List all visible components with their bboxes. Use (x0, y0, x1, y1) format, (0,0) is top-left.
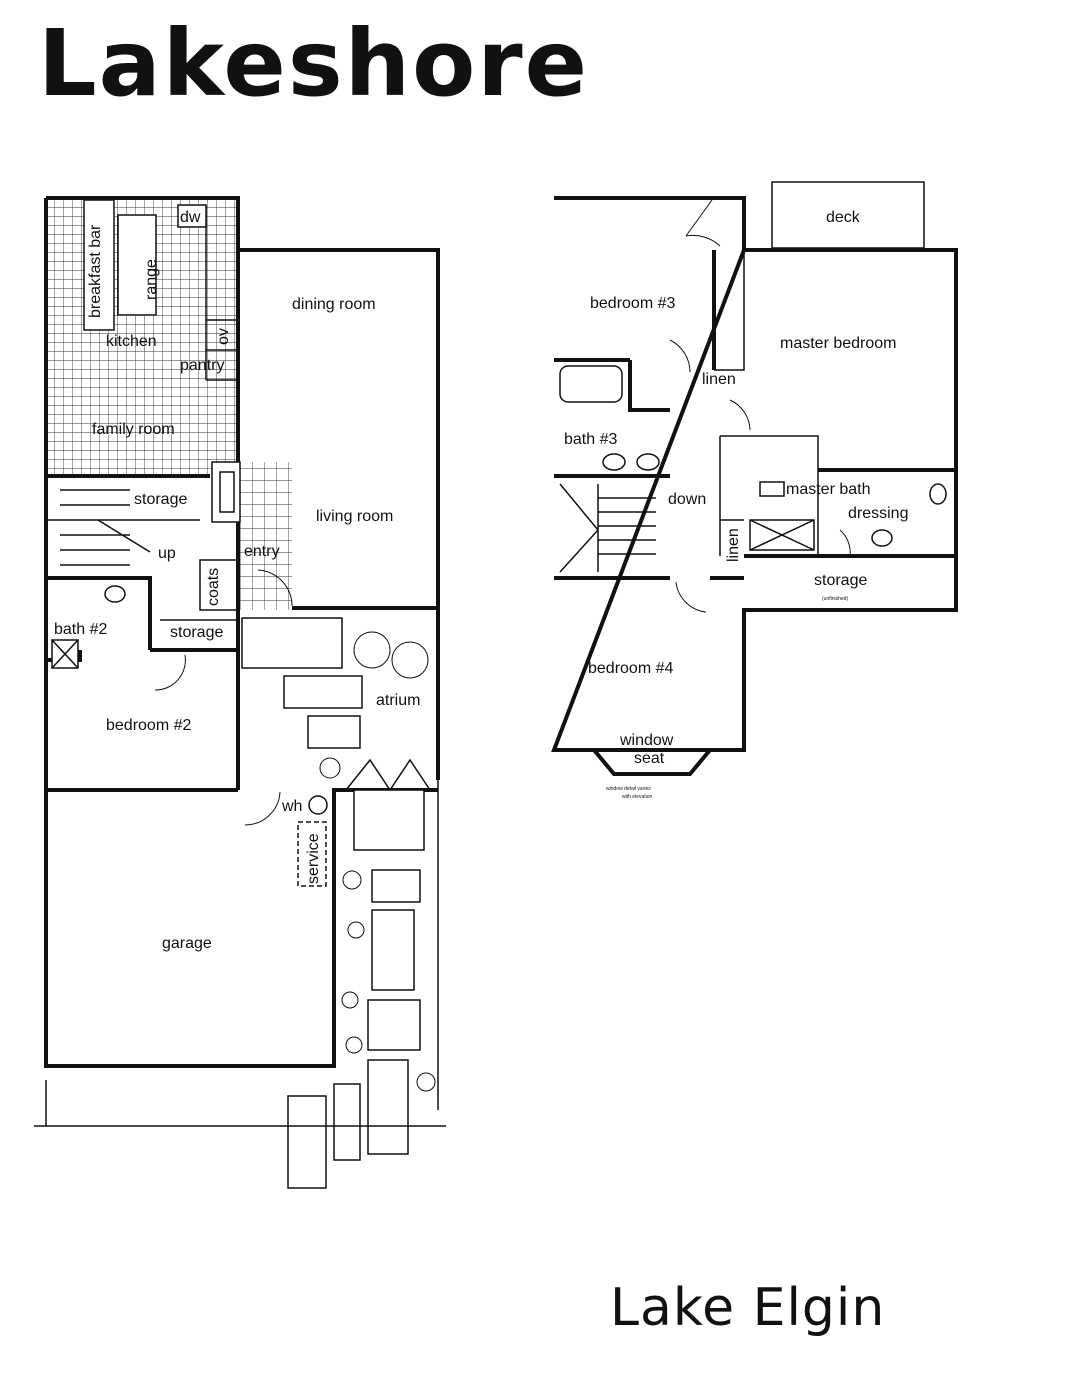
door-bedroom4 (675, 581, 707, 613)
window-seat-bay (592, 748, 712, 776)
label-deck: deck (826, 209, 861, 226)
label-wh: wh (281, 798, 302, 815)
wall-bedroom2-top (46, 576, 238, 652)
label-bath-2: bath #2 (54, 621, 107, 638)
second-floor (551, 181, 958, 776)
wall-storage-2 (160, 619, 239, 650)
driveway-line (34, 1080, 446, 1127)
bath2-toilet (104, 585, 126, 603)
bath3-sink-1 (602, 453, 626, 471)
wall-master-bath (719, 435, 819, 556)
service-area (297, 821, 327, 887)
label-range: range (143, 259, 160, 300)
label-kitchen: kitchen (106, 333, 157, 350)
door-entry (257, 569, 293, 607)
stairs-up (60, 489, 151, 566)
plan-title: Lakeshore (38, 10, 590, 117)
atrium-fence (345, 758, 439, 1110)
door-bedroom3 (685, 199, 721, 247)
master-tub (759, 481, 785, 497)
wall-bedroom3-bottom (554, 358, 670, 412)
label-atrium: atrium (376, 692, 420, 709)
dishwasher (177, 204, 207, 228)
atrium-plants (319, 631, 436, 1092)
door-bedroom2 (154, 654, 186, 691)
label-ov: ov (215, 328, 232, 345)
label-coats: coats (205, 568, 222, 606)
door-garage (244, 791, 281, 826)
label-bedroom-4: bedroom #4 (588, 660, 673, 677)
dressing-sink (871, 529, 893, 547)
label-service: service (305, 833, 322, 884)
label-family-room: family room (92, 421, 175, 438)
label-down: down (668, 491, 706, 508)
label-storage-3: storage (814, 572, 867, 589)
door-dressing (839, 529, 851, 557)
wall-pantry (205, 205, 236, 381)
atrium-pavers (241, 617, 425, 1189)
range (117, 214, 157, 316)
label-storage-1: storage (134, 491, 187, 508)
room-labels: breakfast bar dw range ov kitchen pantry… (54, 209, 908, 952)
label-linen-1: linen (702, 371, 736, 388)
brand-logo: Lake Elgin (610, 1278, 886, 1338)
label-window-note-1: window detail varies (606, 786, 651, 792)
label-linen-2: linen (725, 528, 742, 562)
label-seat: seat (634, 750, 665, 767)
door-bath3 (669, 339, 691, 373)
label-living-room: living room (316, 508, 393, 525)
wall-coats (199, 559, 239, 611)
label-master-bath: master bath (786, 481, 870, 498)
label-master-bedroom: master bedroom (780, 335, 897, 352)
bath3-tub (559, 365, 623, 403)
label-storage-2: storage (170, 624, 223, 641)
label-bath-3: bath #3 (564, 431, 617, 448)
label-entry: entry (244, 543, 280, 560)
bath3-sink-2 (636, 453, 660, 471)
label-window-note-2: with elevation (622, 794, 653, 800)
label-unfinished: (unfinished) (822, 596, 848, 602)
label-bedroom-2: bedroom #2 (106, 717, 191, 734)
label-breakfast-bar: breakfast bar (87, 224, 104, 318)
label-up: up (158, 545, 176, 562)
master-toilet (929, 483, 947, 505)
fireplace-inner (219, 471, 235, 513)
label-window: window (619, 732, 674, 749)
door-master (729, 399, 751, 431)
entry-tile-floor (240, 462, 292, 610)
label-dw: dw (180, 209, 201, 226)
label-bedroom-3: bedroom #3 (590, 295, 675, 312)
label-dining-room: dining room (292, 296, 376, 313)
wall-linen-1 (714, 198, 745, 371)
fireplace (211, 461, 241, 523)
label-pantry: pantry (180, 357, 224, 374)
stairs-down (559, 483, 656, 573)
first-floor (34, 196, 446, 1189)
label-garage: garage (162, 935, 212, 952)
breakfast-bar-counter (83, 199, 115, 331)
water-heater (308, 795, 328, 815)
label-dressing: dressing (848, 505, 908, 522)
